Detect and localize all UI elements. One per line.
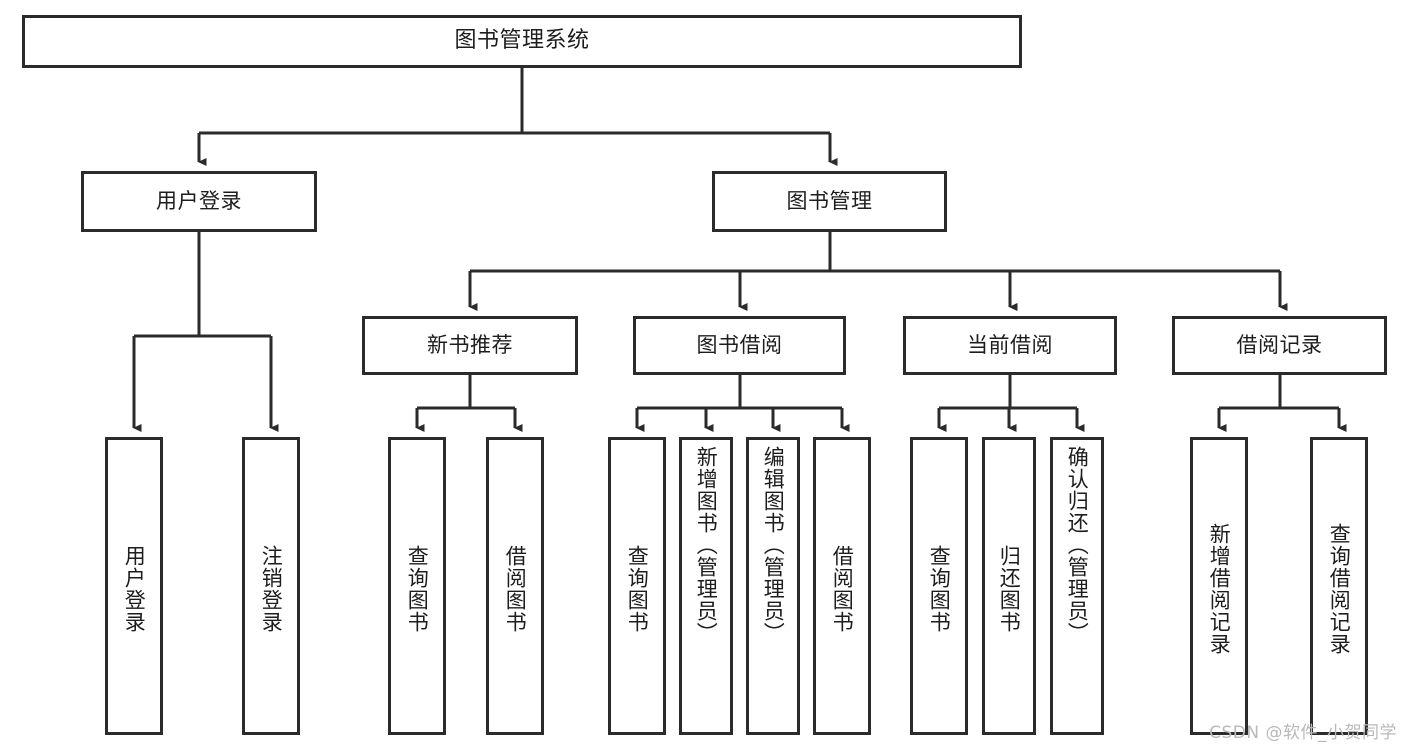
- node-label-wrap: 查询图书: [391, 446, 443, 732]
- node-label-wrap: 新书推荐: [365, 319, 575, 372]
- node-borrow-record[interactable]: 借阅记录: [1172, 316, 1387, 375]
- node-label: 用户登录: [122, 545, 147, 633]
- node-book-borrow[interactable]: 图书借阅: [633, 316, 846, 375]
- node-label: 用户登录: [156, 188, 242, 213]
- node-leaf-borrow-borrow-book[interactable]: 借阅图书: [813, 437, 871, 735]
- node-leaf-borrow-add-book[interactable]: 新增图书（管理员）: [679, 437, 733, 735]
- node-label: 新书推荐: [427, 332, 513, 357]
- node-leaf-borrow-query-book[interactable]: 查询图书: [608, 437, 666, 735]
- node-label: 借阅记录: [1236, 332, 1323, 357]
- node-label: 归还图书: [997, 545, 1022, 633]
- node-leaf-current-return-book[interactable]: 归还图书: [982, 437, 1036, 735]
- node-root[interactable]: 图书管理系统: [22, 15, 1022, 68]
- node-label: 借阅图书: [503, 545, 528, 633]
- node-leaf-user-logout[interactable]: 注销登录: [242, 437, 300, 735]
- node-label-wrap: 注销登录: [245, 446, 297, 732]
- node-label: 查询借阅记录: [1327, 523, 1352, 655]
- node-leaf-rec-borrow-book[interactable]: 借阅图书: [486, 437, 544, 735]
- node-label-wrap: 借阅记录: [1175, 319, 1384, 372]
- node-label-wrap: 图书借阅: [636, 319, 843, 372]
- node-label-wrap: 新增图书（管理员）: [682, 446, 730, 732]
- node-label-wrap: 查询借阅记录: [1313, 446, 1365, 732]
- node-label-wrap: 图书管理系统: [25, 18, 1019, 65]
- node-label-wrap: 用户登录: [108, 446, 160, 732]
- node-label-wrap: 编辑图书（管理员）: [749, 446, 797, 732]
- node-label: 查询图书: [625, 545, 650, 633]
- node-label: 新增图书（管理员）: [694, 446, 719, 644]
- node-leaf-borrow-edit-book[interactable]: 编辑图书（管理员）: [746, 437, 800, 735]
- node-label-wrap: 确认归还（管理员）: [1053, 446, 1101, 732]
- node-label: 图书管理: [786, 188, 873, 213]
- node-label: 新增借阅记录: [1207, 523, 1232, 655]
- node-new-book-recommend[interactable]: 新书推荐: [362, 316, 578, 375]
- node-leaf-user-login[interactable]: 用户登录: [105, 437, 163, 735]
- node-label-wrap: 图书管理: [715, 174, 944, 229]
- node-label: 注销登录: [259, 545, 284, 633]
- node-label: 确认归还（管理员）: [1065, 446, 1090, 644]
- node-leaf-current-query-book[interactable]: 查询图书: [910, 437, 968, 735]
- node-label-wrap: 归还图书: [985, 446, 1033, 732]
- node-leaf-record-add[interactable]: 新增借阅记录: [1190, 437, 1248, 735]
- node-label-wrap: 查询图书: [913, 446, 965, 732]
- node-label: 借阅图书: [830, 545, 855, 633]
- node-label-wrap: 新增借阅记录: [1193, 446, 1245, 732]
- node-user-login[interactable]: 用户登录: [81, 171, 317, 232]
- node-current-borrow[interactable]: 当前借阅: [903, 316, 1117, 375]
- node-label: 查询图书: [405, 545, 430, 633]
- node-label: 图书管理系统: [454, 28, 590, 54]
- node-book-manage[interactable]: 图书管理: [712, 171, 947, 232]
- node-leaf-current-confirm-return[interactable]: 确认归还（管理员）: [1050, 437, 1104, 735]
- csdn-watermark: CSDN @软件_小贺同学: [1209, 723, 1397, 743]
- node-label: 图书借阅: [696, 332, 783, 357]
- node-label-wrap: 查询图书: [611, 446, 663, 732]
- node-label: 编辑图书（管理员）: [761, 446, 786, 644]
- node-leaf-rec-query-book[interactable]: 查询图书: [388, 437, 446, 735]
- node-label-wrap: 借阅图书: [489, 446, 541, 732]
- node-label: 查询图书: [927, 545, 952, 633]
- node-label: 当前借阅: [967, 332, 1053, 357]
- node-label-wrap: 用户登录: [84, 174, 314, 229]
- node-label-wrap: 当前借阅: [906, 319, 1114, 372]
- node-leaf-record-query[interactable]: 查询借阅记录: [1310, 437, 1368, 735]
- node-label-wrap: 借阅图书: [816, 446, 868, 732]
